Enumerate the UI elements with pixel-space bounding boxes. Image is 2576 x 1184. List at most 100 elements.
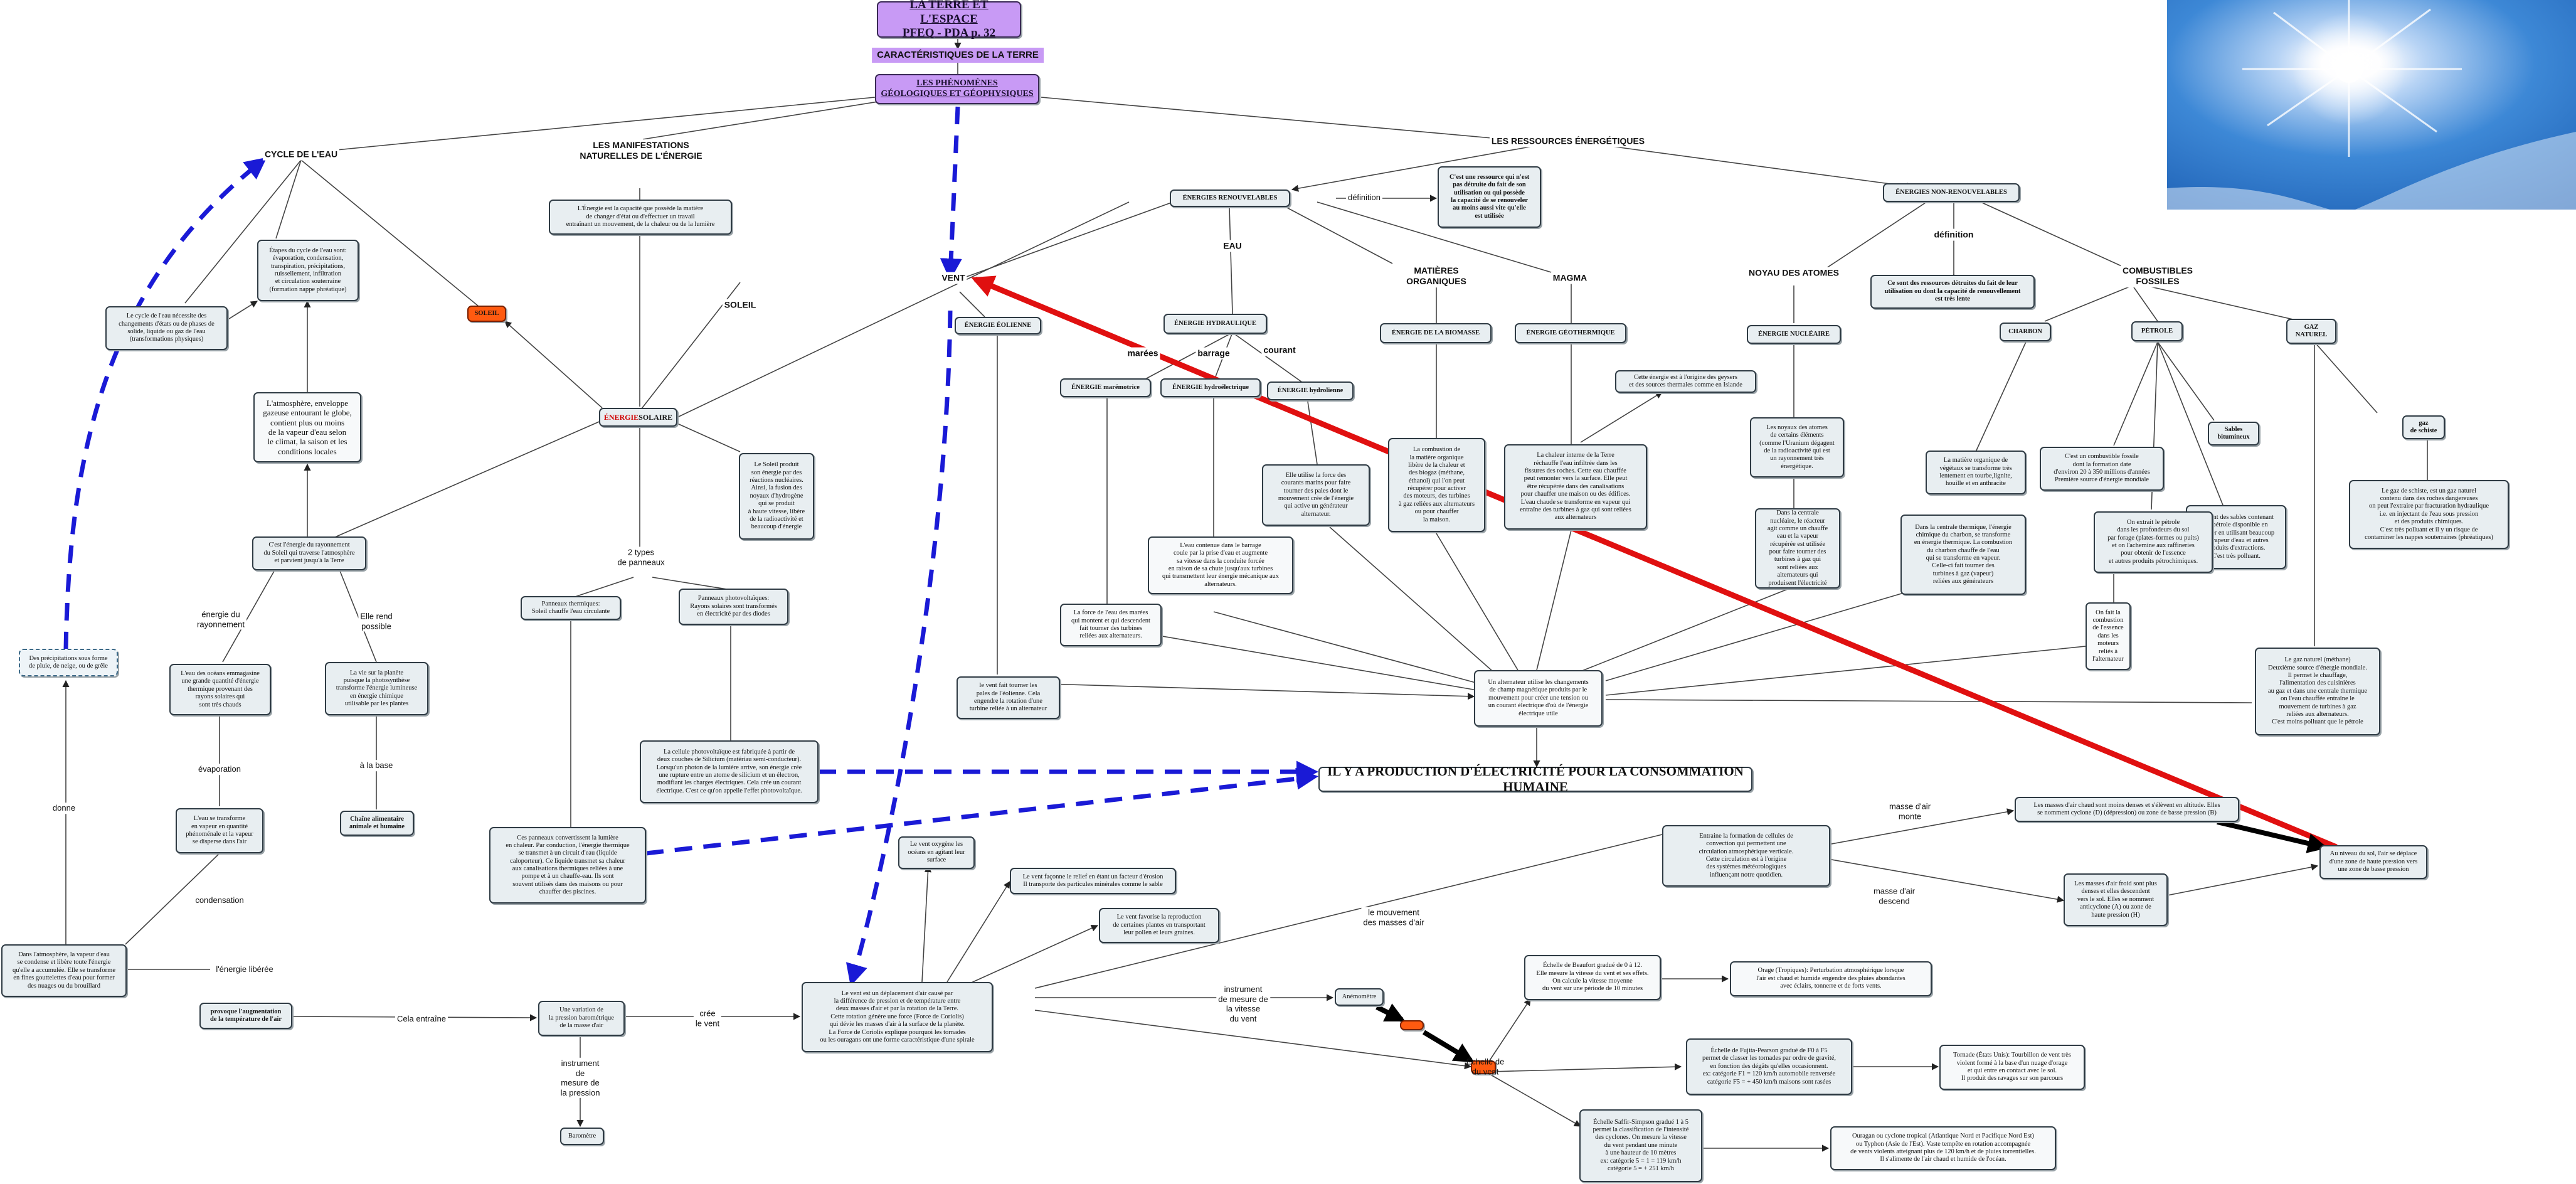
force-marees-node: La force de l'eau des marées qui montent… <box>1060 604 1162 646</box>
title-line-2: PFEQ - PDA p. 32 <box>902 26 996 40</box>
sun-sky-image <box>2167 0 2576 210</box>
tornade-node: Tornade (États Unis): Tourbillon de vent… <box>1939 1045 2085 1090</box>
phenomena-node: LES PHÉNOMÈNES GÉOLOGIQUES ET GÉOPHYSIQU… <box>875 74 1039 104</box>
label-definition-nonren: définition <box>1932 228 1976 241</box>
faconne-node: Le vent façonne le relief en étant un fa… <box>1010 868 1176 894</box>
map-title: LA TERRE ET L'ESPACE PFEQ - PDA p. 32 <box>877 0 1021 40</box>
froid-node: Les masses d'air froid sont plus denses … <box>2064 873 2168 926</box>
non-ren-def-node: Ce sont des ressources détruites du fait… <box>1870 275 2035 309</box>
production-node: IL Y A PRODUCTION D'ÉLECTRICITÉ POUR LA … <box>1318 764 1752 794</box>
energie-solaire-node: ÉNERGIE SOLAIRE <box>599 408 677 427</box>
cycle-desc-node: Le cycle de l'eau nécessite des changeme… <box>105 306 228 350</box>
oceans-node: L'eau des océans emmagasine une grande q… <box>169 664 271 715</box>
subtitle-label: CARACTÉRISTIQUES DE LA TERRE <box>872 48 1044 63</box>
label-donne: donne <box>50 803 78 814</box>
label-evaporation: évaporation <box>196 764 243 775</box>
barometre-node: Baromètre <box>560 1128 604 1145</box>
photovoltaiques-node: Panneaux photovoltaïques: Rayons solaire… <box>679 589 788 625</box>
label-combustibles: COMBUSTIBLES FOSSILES <box>2121 265 2195 287</box>
petrole-extraction-node: On extrait le pétrole dans les profondeu… <box>2094 511 2213 573</box>
saffir-node: Échelle Saffir-Simpson gradué 1 à 5 perm… <box>1579 1109 1702 1182</box>
niveau-sol-node: Au niveau du sol, l'air se déplace d'une… <box>2319 845 2427 879</box>
matiere-organique-node: La matière organique de végétaux se tran… <box>1926 451 2026 494</box>
label-magma: MAGMA <box>1550 272 1589 284</box>
label-cree-vent: crée le vent <box>693 1008 722 1029</box>
label-vent: VENT <box>940 272 967 284</box>
label-deux-types: 2 types de panneaux <box>615 547 667 568</box>
label-a-la-base: à la base <box>358 760 395 771</box>
thermiques-node: Panneaux thermiques: Soleil chauffe l'ea… <box>521 596 621 620</box>
charbon-node: CHARBON <box>2000 323 2051 341</box>
petrole-node: PÉTROLE <box>2131 321 2183 341</box>
label-instrument-pression: instrument de mesure de la pression <box>558 1057 602 1099</box>
hydraulique-node: ÉNERGIE HYDRAULIQUE <box>1163 314 1267 334</box>
gaz-schiste-desc-node: Le gaz de schiste, est un gaz naturel co… <box>2349 480 2509 549</box>
anemometre-node: Anémomètre <box>1335 988 1384 1006</box>
alternateur-node: Un alternateur utilise les changements d… <box>1474 670 1603 727</box>
centrale-thermique-node: Dans la centrale thermique, l'énergie ch… <box>1900 515 2026 595</box>
etapes-node: Étapes du cycle de l'eau sont: évaporati… <box>257 240 359 301</box>
branch-manifestations: LES MANIFESTATIONS NATURELLES DE L'ÉNERG… <box>578 139 704 162</box>
echelle-orange-node <box>1471 1060 1496 1074</box>
branch-cycle: CYCLE DE L'EAU <box>262 148 340 161</box>
non-renouvelables-node: ÉNERGIES NON-RENOUVELABLES <box>1883 183 2020 202</box>
small-orange-node <box>1400 1020 1424 1030</box>
eolienne-node: ÉNERGIE ÉOLIENNE <box>955 317 1041 334</box>
vent-def-node: Le vent est un déplacement d'air causé p… <box>802 982 993 1052</box>
chaud-node: Les masses d'air chaud sont moins denses… <box>2015 797 2239 822</box>
atmo-bottom-node: Dans l'atmosphère, la vapeur d'eau se co… <box>1 944 127 997</box>
fujita-node: Échelle de Fujita-Pearson gradué de F0 à… <box>1686 1038 1852 1095</box>
centrale-nucleaire-node: Dans la centrale nucléaire, le réacteur … <box>1755 508 1840 589</box>
nucleaire-node: ÉNERGIE NUCLÉAIRE <box>1747 325 1841 344</box>
ren-def-node: C'est une ressource qui n'est pas détrui… <box>1438 166 1541 228</box>
branch-ressources: LES RESSOURCES ÉNERGÉTIQUES <box>1489 135 1647 147</box>
oxygene-node: Le vent oxygène les océans en agitant le… <box>898 836 975 869</box>
soleil-produit-node: Le Soleil produit son énergie par des ré… <box>739 453 814 540</box>
energie-solaire-prefix: ÉNERGIE <box>603 412 639 422</box>
label-matieres: MATIÈRES ORGANIQUES <box>1404 265 1468 287</box>
sables-node: Sables bitumineux <box>2208 422 2259 445</box>
gaz-naturel-desc-node: Le gaz naturel (méthane) Deuxième source… <box>2255 648 2380 735</box>
geothermique-node: ÉNERGIE GÉOTHERMIQUE <box>1515 323 1626 343</box>
cellule-node: La cellule photovoltaïque est fabriquée … <box>640 740 819 803</box>
label-condensation: condensation <box>193 895 246 906</box>
energie-def-node: L'Énergie est la capacité que possède la… <box>549 200 732 235</box>
gaz-naturel-node: GAZ NATUREL <box>2286 319 2336 344</box>
vapeur-node: L'eau se transforme en vapeur en quantit… <box>176 808 263 853</box>
label-instrument-vitesse: instrument de mesure de la vitesse du ve… <box>1216 983 1270 1025</box>
rayonnement-node: C'est l'énergie du rayonnement du Soleil… <box>252 536 366 570</box>
vent-fait-node: le vent fait tourner les pales de l'éoli… <box>957 676 1060 719</box>
label-energie-liberee: l'énergie libérée <box>214 964 275 975</box>
label-soleil: SOLEIL <box>722 299 758 311</box>
label-mouvement-masses: le mouvement des masses d'air <box>1361 907 1426 928</box>
petrole-desc-node: C'est un combustible fossile dont la for… <box>2040 447 2164 491</box>
ouragan-node: Ouragan ou cyclone tropical (Atlantique … <box>1830 1126 2056 1170</box>
label-eau: EAU <box>1221 240 1244 252</box>
label-noyau: NOYAU DES ATOMES <box>1747 267 1841 279</box>
label-marees: marées <box>1125 347 1160 360</box>
geysers-node: Cette énergie est à l'origine des geyser… <box>1615 370 1756 393</box>
cellules-node: Entraine la formation de cellules de con… <box>1662 825 1830 887</box>
precipitations-node: Des précipitations sous forme de pluie, … <box>19 649 118 676</box>
hydrolienne-node: ÉNERGIE hydrolienne <box>1267 381 1354 400</box>
favorise-node: Le vent favorise la reproduction de cert… <box>1099 908 1219 943</box>
chaleur-interne-node: La chaleur interne de la Terre réchauffe… <box>1504 444 1647 530</box>
variation-node: Une variation de la pression barométriqu… <box>538 1001 625 1036</box>
label-definition-ren: définition <box>1345 192 1383 203</box>
plante-node: La vie sur la planète puisque la photosy… <box>325 662 428 715</box>
maremotrice-node: ÉNERGIE marémotrice <box>1060 378 1151 397</box>
label-monte: masse d'air monte <box>1887 801 1933 822</box>
energie-solaire-suffix: SOLAIRE <box>639 412 673 422</box>
atmosphere-node: L'atmosphère, enveloppe gazeuse entouran… <box>253 392 361 462</box>
beaufort-node: Échelle de Beaufort gradué de 0 à 12. El… <box>1524 955 1661 1000</box>
combustion-node: La combustion de la matière organique li… <box>1388 438 1485 532</box>
label-courant: courant <box>1261 344 1298 356</box>
label-echelle: Échelle de du vent <box>1466 1057 1505 1076</box>
eau-contenue-node: L'eau contenue dans le barrage coule par… <box>1148 536 1293 594</box>
combustion-essence-node: On fait la combustion de l'essence dans … <box>2086 602 2131 670</box>
soleil-node: SOLEIL <box>467 306 506 322</box>
augmentation-node: provoque l'augmentation de la températur… <box>199 1003 292 1029</box>
chaine-node: Chaîne alimentaire animale et humaine <box>340 811 414 836</box>
noyaux-desc-node: Les noyaux des atomes de certains élémen… <box>1750 417 1844 477</box>
label-energie-rayonnement: énergie du rayonnement <box>195 609 246 630</box>
